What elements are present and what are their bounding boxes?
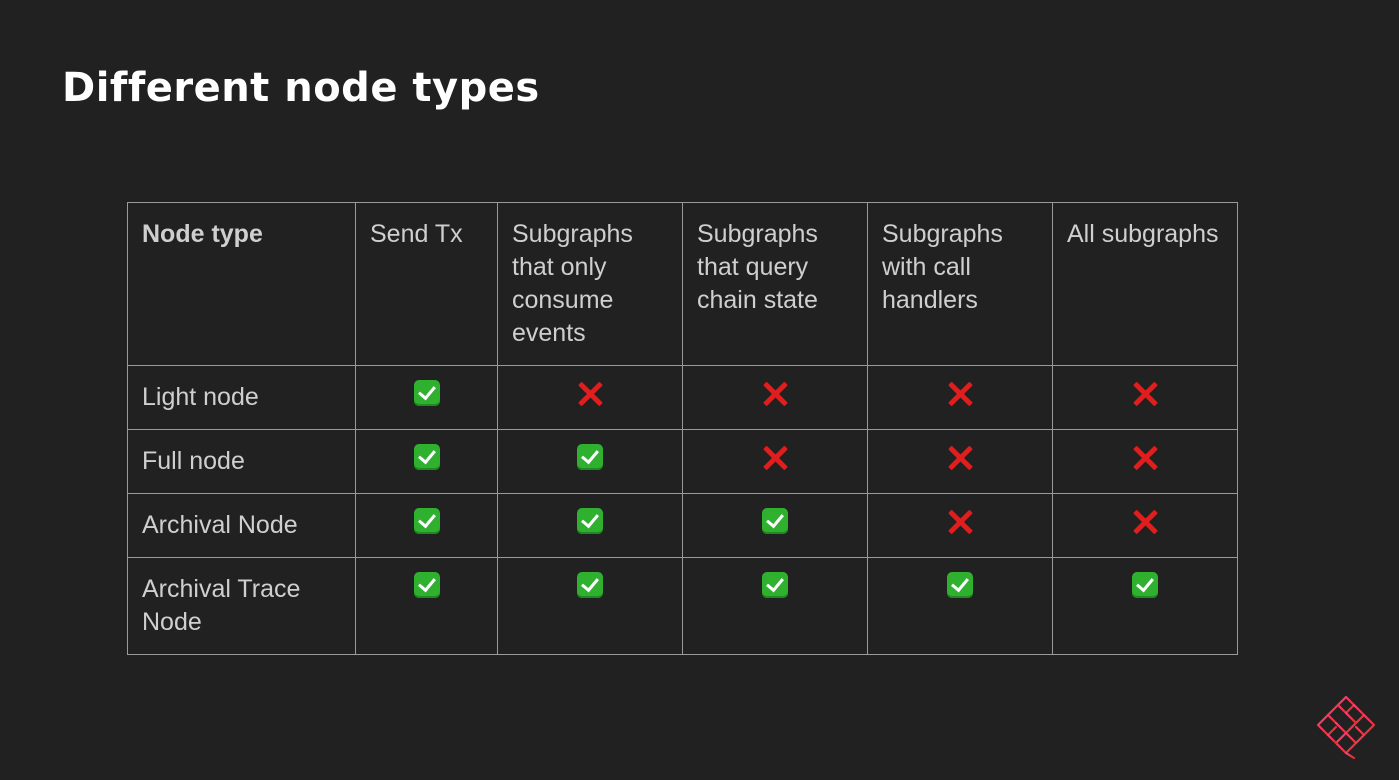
check-mark-icon xyxy=(413,572,440,598)
cross-mark-icon xyxy=(1132,380,1158,406)
table-row: Archival Trace Node xyxy=(127,557,1238,655)
check-mark-icon xyxy=(762,508,788,534)
header-all-subgraphs: All subgraphs xyxy=(1052,202,1238,366)
cross-mark-icon xyxy=(947,508,973,534)
check-mark-icon xyxy=(413,508,440,534)
cross-mark-icon xyxy=(577,380,603,406)
table-header-row: Node type Send Tx Subgraphs that only co… xyxy=(127,202,1238,366)
check-mark-icon xyxy=(1132,572,1158,598)
slide-title: Different node types xyxy=(62,65,540,111)
cross-mark-icon xyxy=(1132,444,1158,470)
check-mark-icon xyxy=(413,444,440,470)
row-label: Full node xyxy=(127,429,356,494)
table-row: Light node xyxy=(127,365,1238,430)
table-row: Archival Node xyxy=(127,493,1238,558)
header-send-tx: Send Tx xyxy=(355,202,498,366)
header-subgraphs-events: Subgraphs that only consume events xyxy=(497,202,683,366)
row-label: Archival Node xyxy=(127,493,356,558)
cross-mark-icon xyxy=(762,444,788,470)
cross-mark-icon xyxy=(762,380,788,406)
header-node-type: Node type xyxy=(127,202,356,366)
header-subgraphs-call-handlers: Subgraphs with call handlers xyxy=(867,202,1053,366)
check-mark-icon xyxy=(577,508,603,534)
cross-mark-icon xyxy=(947,444,973,470)
check-mark-icon xyxy=(577,444,603,470)
table-row: Full node xyxy=(127,429,1238,494)
cross-mark-icon xyxy=(947,380,973,406)
header-subgraphs-chain-state: Subgraphs that query chain state xyxy=(682,202,868,366)
check-mark-icon xyxy=(762,572,788,598)
check-mark-icon xyxy=(577,572,603,598)
check-mark-icon xyxy=(413,380,440,406)
cross-mark-icon xyxy=(1132,508,1158,534)
brand-logo-icon xyxy=(1316,695,1376,760)
node-types-table: Node type Send Tx Subgraphs that only co… xyxy=(127,202,1238,655)
check-mark-icon xyxy=(947,572,973,598)
row-label: Light node xyxy=(127,365,356,430)
row-label: Archival Trace Node xyxy=(127,557,356,655)
